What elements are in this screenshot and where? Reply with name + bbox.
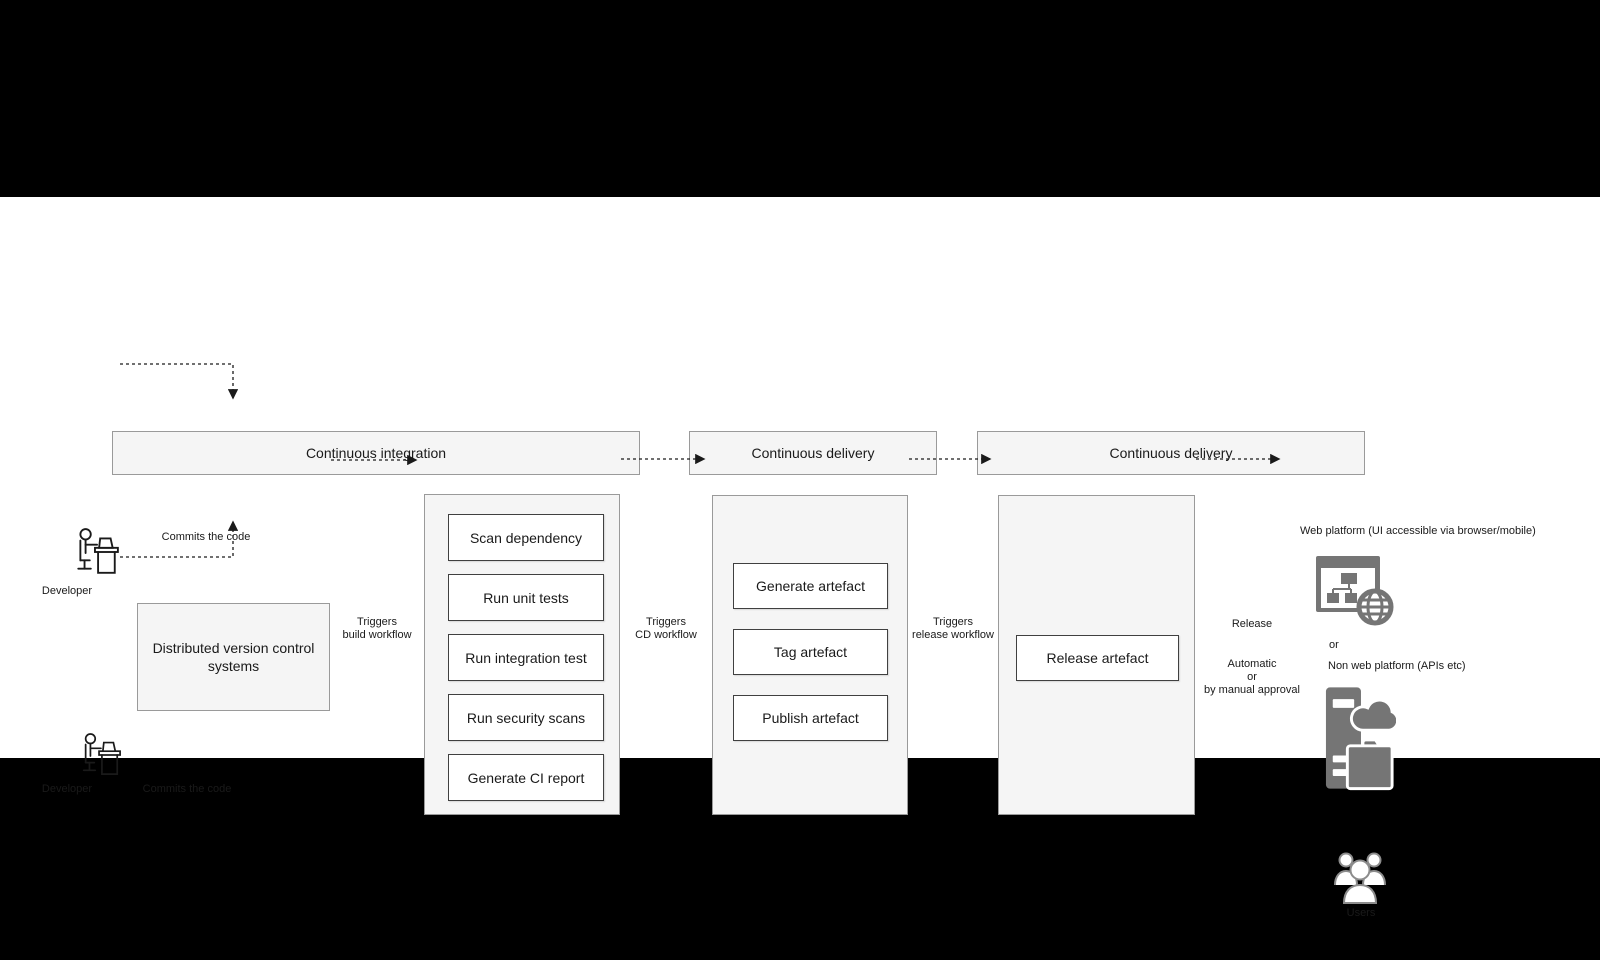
arrow-label-line: Triggers	[357, 616, 397, 628]
ci-step-run-security-scans: Run security scans	[448, 694, 604, 741]
web-platform-browser-globe-icon	[1316, 556, 1394, 626]
ci-step-label: Run integration test	[465, 649, 587, 666]
release-mode-line: Automatic	[1227, 658, 1277, 670]
users-icon	[1334, 852, 1386, 904]
ci-step-label: Scan dependency	[469, 529, 583, 546]
triggers-build-workflow-label: Triggers build workflow	[317, 616, 437, 642]
non-web-platform-label: Non web platform (APIs etc)	[1328, 660, 1466, 672]
cd-step-tag-artefact: Tag artefact	[733, 629, 888, 675]
cd-stage-container: Generate artefact Tag artefact Publish a…	[712, 495, 908, 815]
arrow-label-line: build workflow	[342, 629, 412, 641]
arrow-label-line: Triggers	[933, 616, 973, 628]
developer-bottom-label: Developer	[41, 783, 93, 795]
cd-step-publish-artefact: Publish artefact	[733, 695, 888, 741]
ci-step-scan-dependency: Scan dependency	[448, 514, 604, 561]
cd-step-generate-artefact: Generate artefact	[733, 563, 888, 609]
developer-at-desk-icon	[77, 528, 119, 574]
or-separator-label: or	[1329, 639, 1339, 651]
commits-the-code-top-label: Commits the code	[161, 531, 251, 543]
ci-stage-container: Scan dependency Run unit tests Run integ…	[424, 494, 620, 815]
triggers-cd-workflow-label: Triggers CD workflow	[606, 616, 726, 642]
cd-step-label: Generate artefact	[756, 578, 865, 594]
distributed-version-control-node: Distributed version control systems	[137, 603, 330, 711]
developer-top-label: Developer	[41, 585, 93, 597]
phase-header-label: Continuous delivery	[751, 445, 875, 461]
phase-header-continuous-delivery-2: Continuous delivery	[977, 431, 1365, 475]
release-arrow-label: Release	[1231, 618, 1273, 630]
commits-the-code-bottom-label: Commits the code	[142, 783, 232, 795]
diagram-canvas: Continuous integration Continuous delive…	[0, 197, 1600, 919]
release-mode-line: or	[1247, 671, 1257, 683]
release-stage-container: Release artefact	[998, 495, 1195, 815]
release-mode-label: Automatic or by manual approval	[1172, 658, 1332, 697]
phase-header-continuous-delivery: Continuous delivery	[689, 431, 937, 475]
phase-header-label: Continuous integration	[305, 445, 447, 461]
cd-step-label: Tag artefact	[773, 644, 848, 660]
developer-at-desk-icon	[82, 733, 121, 775]
users-label: Users	[1346, 907, 1376, 919]
ci-step-label: Run unit tests	[483, 589, 569, 606]
release-step-release-artefact: Release artefact	[1016, 635, 1179, 681]
dvcs-label: Distributed version control systems	[152, 639, 315, 674]
ci-step-label: Run security scans	[466, 709, 586, 726]
release-step-label: Release artefact	[1046, 650, 1149, 666]
ci-step-run-unit-tests: Run unit tests	[448, 574, 604, 621]
triggers-release-workflow-label: Triggers release workflow	[893, 616, 1013, 642]
arrow-label-line: release workflow	[912, 629, 994, 641]
ci-step-run-integration-test: Run integration test	[448, 634, 604, 681]
ci-step-label: Generate CI report	[467, 769, 585, 786]
cd-step-label: Publish artefact	[762, 710, 859, 726]
ci-step-generate-ci-report: Generate CI report	[448, 754, 604, 801]
phase-header-continuous-integration: Continuous integration	[112, 431, 640, 475]
phase-header-label: Continuous delivery	[1109, 445, 1233, 461]
release-mode-line: by manual approval	[1203, 684, 1300, 696]
non-web-platform-server-cloud-icon	[1325, 687, 1396, 791]
arrow-label-line: CD workflow	[635, 629, 697, 641]
web-platform-label: Web platform (UI accessible via browser/…	[1300, 525, 1536, 537]
arrow-label-line: Triggers	[646, 616, 686, 628]
